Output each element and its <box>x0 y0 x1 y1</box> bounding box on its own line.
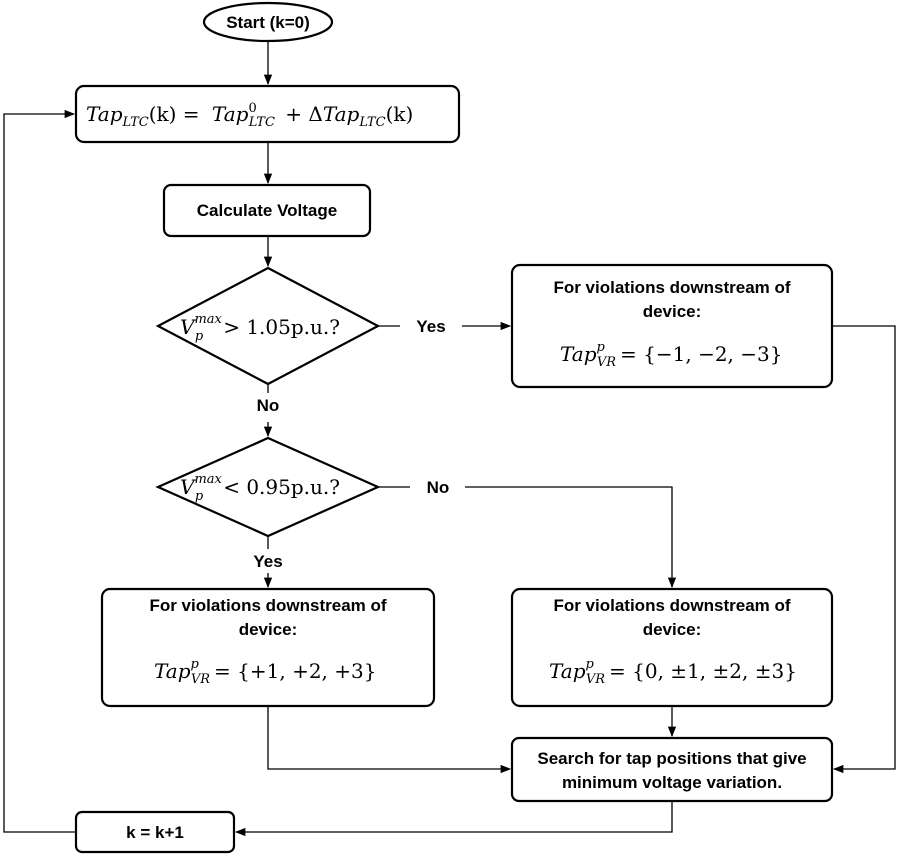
box-minus-node: For violations downstream of device: Tap… <box>510 263 834 389</box>
increment-rect <box>74 810 236 854</box>
box-pm-line2: device: <box>643 620 702 639</box>
search-node: Search for tap positions that give minim… <box>510 736 834 803</box>
edge-label-high-no: No <box>257 396 280 415</box>
box-pm-line1: For violations downstream of <box>553 596 790 615</box>
box-plus-line2: device: <box>239 620 298 639</box>
edge-box-minus-to-search <box>832 325 896 774</box>
box-plus-node: For violations downstream of device: Tap… <box>100 587 436 708</box>
box-pm-node: For violations downstream of device: Tap… <box>510 587 834 708</box>
increment-label: k = k+1 <box>126 823 184 842</box>
edge-decision-low-no-arrow <box>465 486 677 589</box>
box-minus-rect <box>510 263 834 389</box>
calculate-box <box>162 183 372 238</box>
box-minus-line2: device: <box>643 302 702 321</box>
box-pm-rect <box>510 587 834 708</box>
edge-label-high-yes: Yes <box>416 317 445 336</box>
edge-box-plus-to-search <box>267 706 512 774</box>
start-label: Start (k=0) <box>226 13 310 32</box>
edge-labels: Yes No No Yes <box>253 317 449 571</box>
tap-ltc-box <box>74 84 461 144</box>
decision-high-diamond <box>155 266 381 386</box>
calculate-node: Calculate Voltage <box>162 183 372 238</box>
decision-low-diamond <box>155 436 381 538</box>
box-plus-line1: For violations downstream of <box>149 596 386 615</box>
search-rect <box>510 736 834 803</box>
calculate-label: Calculate Voltage <box>197 201 337 220</box>
box-plus-rect <box>100 587 436 708</box>
start-node: Start (k=0) <box>202 1 334 43</box>
start-ellipse <box>202 1 334 43</box>
edge-label-low-yes: Yes <box>253 552 282 571</box>
increment-node: k = k+1 <box>74 810 236 854</box>
search-line1: Search for tap positions that give <box>537 749 806 768</box>
box-minus-line1: For violations downstream of <box>553 278 790 297</box>
edge-label-low-no: No <box>427 478 450 497</box>
search-line2: minimum voltage variation. <box>562 773 782 792</box>
edges <box>3 41 896 837</box>
edge-increment-to-tap-ltc <box>3 109 76 833</box>
edge-search-to-increment <box>234 802 673 837</box>
